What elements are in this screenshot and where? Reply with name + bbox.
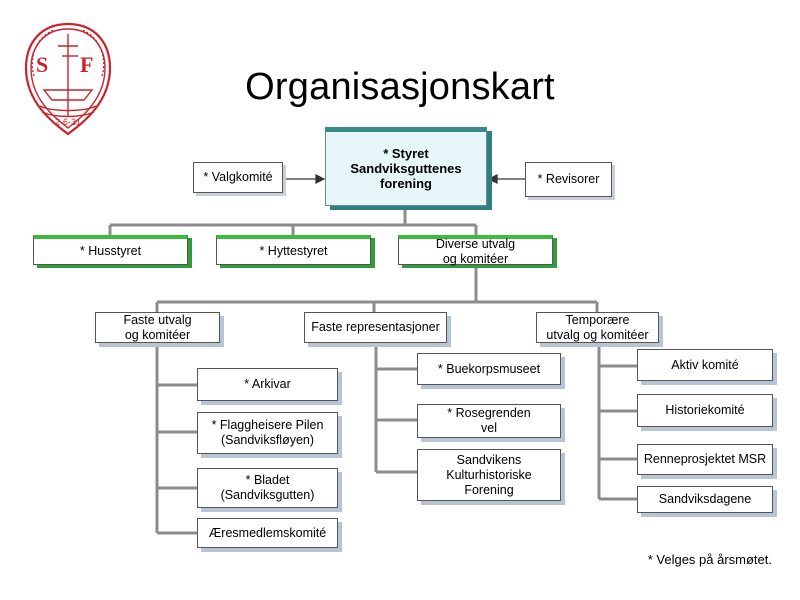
box-styret: * Styret Sandviksguttenes forening <box>325 127 487 206</box>
logo-initial-f: F <box>80 52 93 77</box>
box-valgkomite: * Valgkomité <box>193 162 283 193</box>
footnote: * Velges på årsmøtet. <box>647 552 772 567</box>
logo-initial-s: S <box>36 52 48 77</box>
box-flaggheisere: * Flaggheisere Pilen (Sandviksfløyen) <box>197 412 338 454</box>
box-renneprosjektet: Renneprosjektet MSR <box>637 444 773 475</box>
box-temporaere: Temporære utvalg og komitéer <box>536 312 659 343</box>
box-faste-utvalg: Faste utvalg og komitéer <box>95 312 220 343</box>
box-rosegrenden: * Rosegrenden vel <box>417 404 561 438</box>
box-hyttestyret: * Hyttestyret <box>216 235 371 265</box>
box-revisorer: * Revisorer <box>525 162 612 197</box>
logo-date: 2-6-31 <box>55 117 81 127</box>
box-arkivar: * Arkivar <box>197 368 338 401</box>
sf-logo: S F 2-6-31 <box>24 22 112 136</box>
page-title: Organisasjonskart <box>245 66 555 108</box>
box-faste-representasjoner: Faste representasjoner <box>304 312 447 343</box>
box-historiekomite: Historiekomité <box>637 394 773 427</box>
box-bladet: * Bladet (Sandviksgutten) <box>197 468 338 508</box>
box-diverse: Diverse utvalg og komitéer <box>398 235 553 266</box>
box-kulturhistoriske: Sandvikens Kulturhistoriske Forening <box>417 449 561 501</box>
box-husstyret: * Husstyret <box>33 235 188 265</box>
box-sandviksdagene: Sandviksdagene <box>637 486 773 513</box>
box-aeresmedlemskomite: Æresmedlemskomité <box>197 518 338 548</box>
box-aktiv-komite: Aktiv komité <box>637 349 773 381</box>
box-buekorpsmuseet: * Buekorpsmuseet <box>417 353 561 385</box>
